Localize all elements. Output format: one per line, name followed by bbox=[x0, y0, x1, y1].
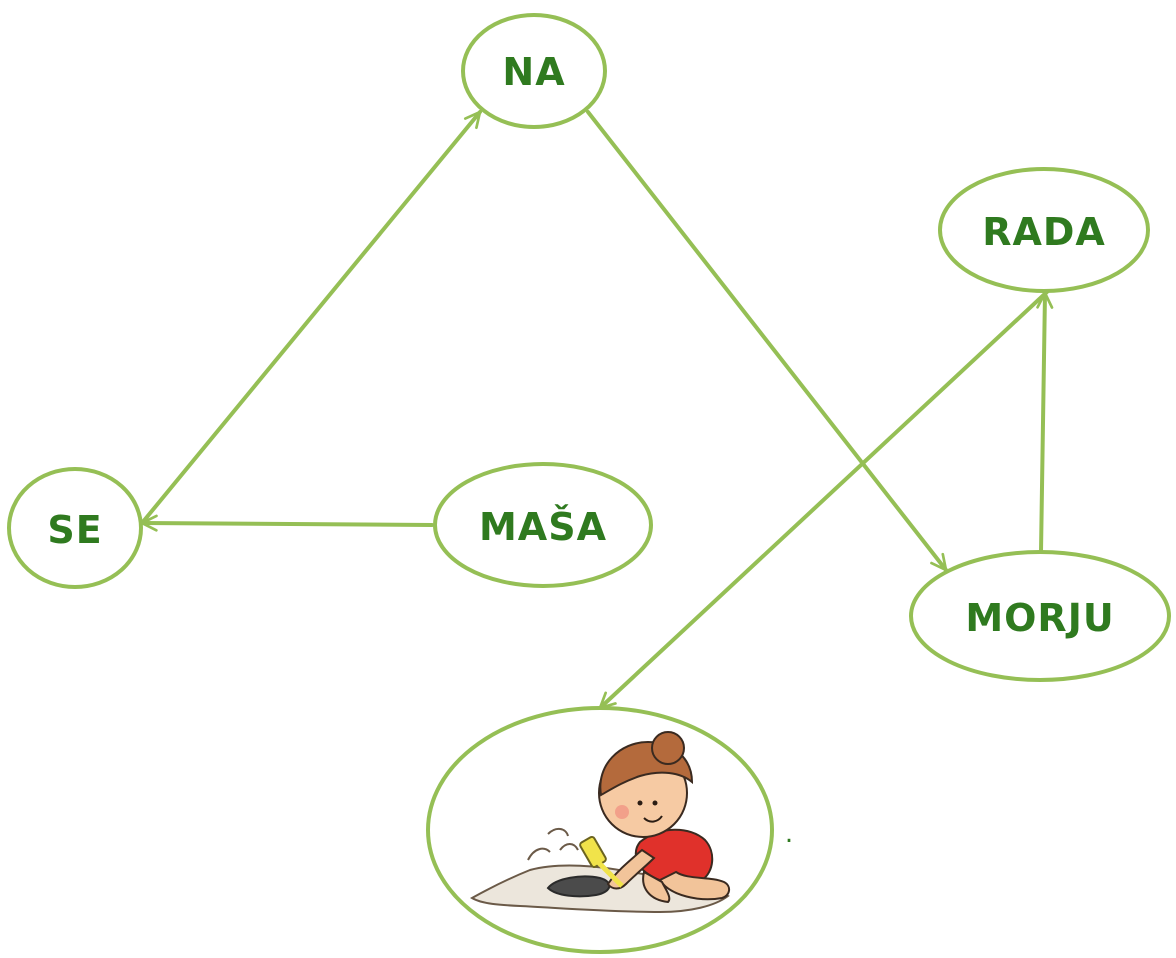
edge-rada-to-picture bbox=[598, 288, 1051, 710]
node-picture bbox=[426, 706, 774, 954]
node-masa: MAŠA bbox=[433, 462, 653, 588]
edge-morju-to-rada bbox=[1036, 291, 1054, 554]
trailing-period: . bbox=[785, 819, 793, 849]
node-label-na: NA bbox=[502, 50, 565, 94]
node-label-rada: RADA bbox=[982, 210, 1106, 254]
node-se: SE bbox=[7, 467, 143, 589]
edge-masa-to-se bbox=[140, 514, 434, 532]
node-label-se: SE bbox=[47, 508, 102, 552]
girl-playing-in-sand-icon bbox=[469, 731, 730, 914]
edge-se-to-na bbox=[140, 110, 482, 525]
edge-na-to-morju bbox=[586, 110, 948, 572]
node-label-masa: MAŠA bbox=[479, 505, 607, 549]
node-label-morju: MORJU bbox=[965, 596, 1114, 640]
node-rada: RADA bbox=[938, 167, 1150, 293]
node-morju: MORJU bbox=[909, 550, 1171, 682]
node-na: NA bbox=[461, 13, 607, 129]
